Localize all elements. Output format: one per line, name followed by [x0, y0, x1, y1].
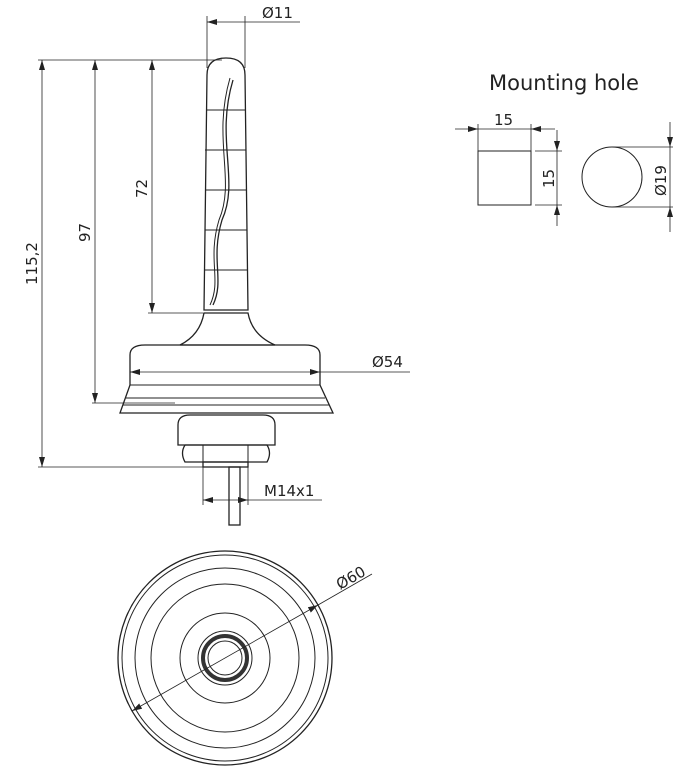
- dim-thread: M14x1: [264, 482, 314, 500]
- square-hole: [477, 150, 532, 206]
- mounting-hole: Mounting hole 15 15 Ø19: [455, 71, 673, 232]
- dim-square-width: 15: [494, 111, 513, 129]
- dim-total-height: 115,2: [23, 242, 41, 285]
- dim-base-diameter: Ø54: [372, 353, 403, 371]
- round-hole: [581, 146, 643, 208]
- dim-rod-length: 72: [133, 179, 151, 198]
- dim-height-to-mount: 97: [76, 223, 94, 242]
- dim-square-height: 15: [540, 169, 558, 188]
- dimension-lines: [38, 16, 410, 505]
- mounting-hole-title: Mounting hole: [489, 71, 639, 95]
- bottom-view: Ø60: [117, 550, 373, 766]
- antenna-rod: [203, 57, 249, 311]
- dim-outer-diameter: Ø60: [333, 562, 369, 593]
- side-view: Ø11 115,2 97 72 Ø54 M14x1: [23, 4, 410, 526]
- antenna-base: [119, 312, 335, 414]
- dim-tip-diameter: Ø11: [262, 4, 293, 22]
- mount-nut: [177, 414, 276, 526]
- dim-round-diameter: Ø19: [652, 165, 670, 196]
